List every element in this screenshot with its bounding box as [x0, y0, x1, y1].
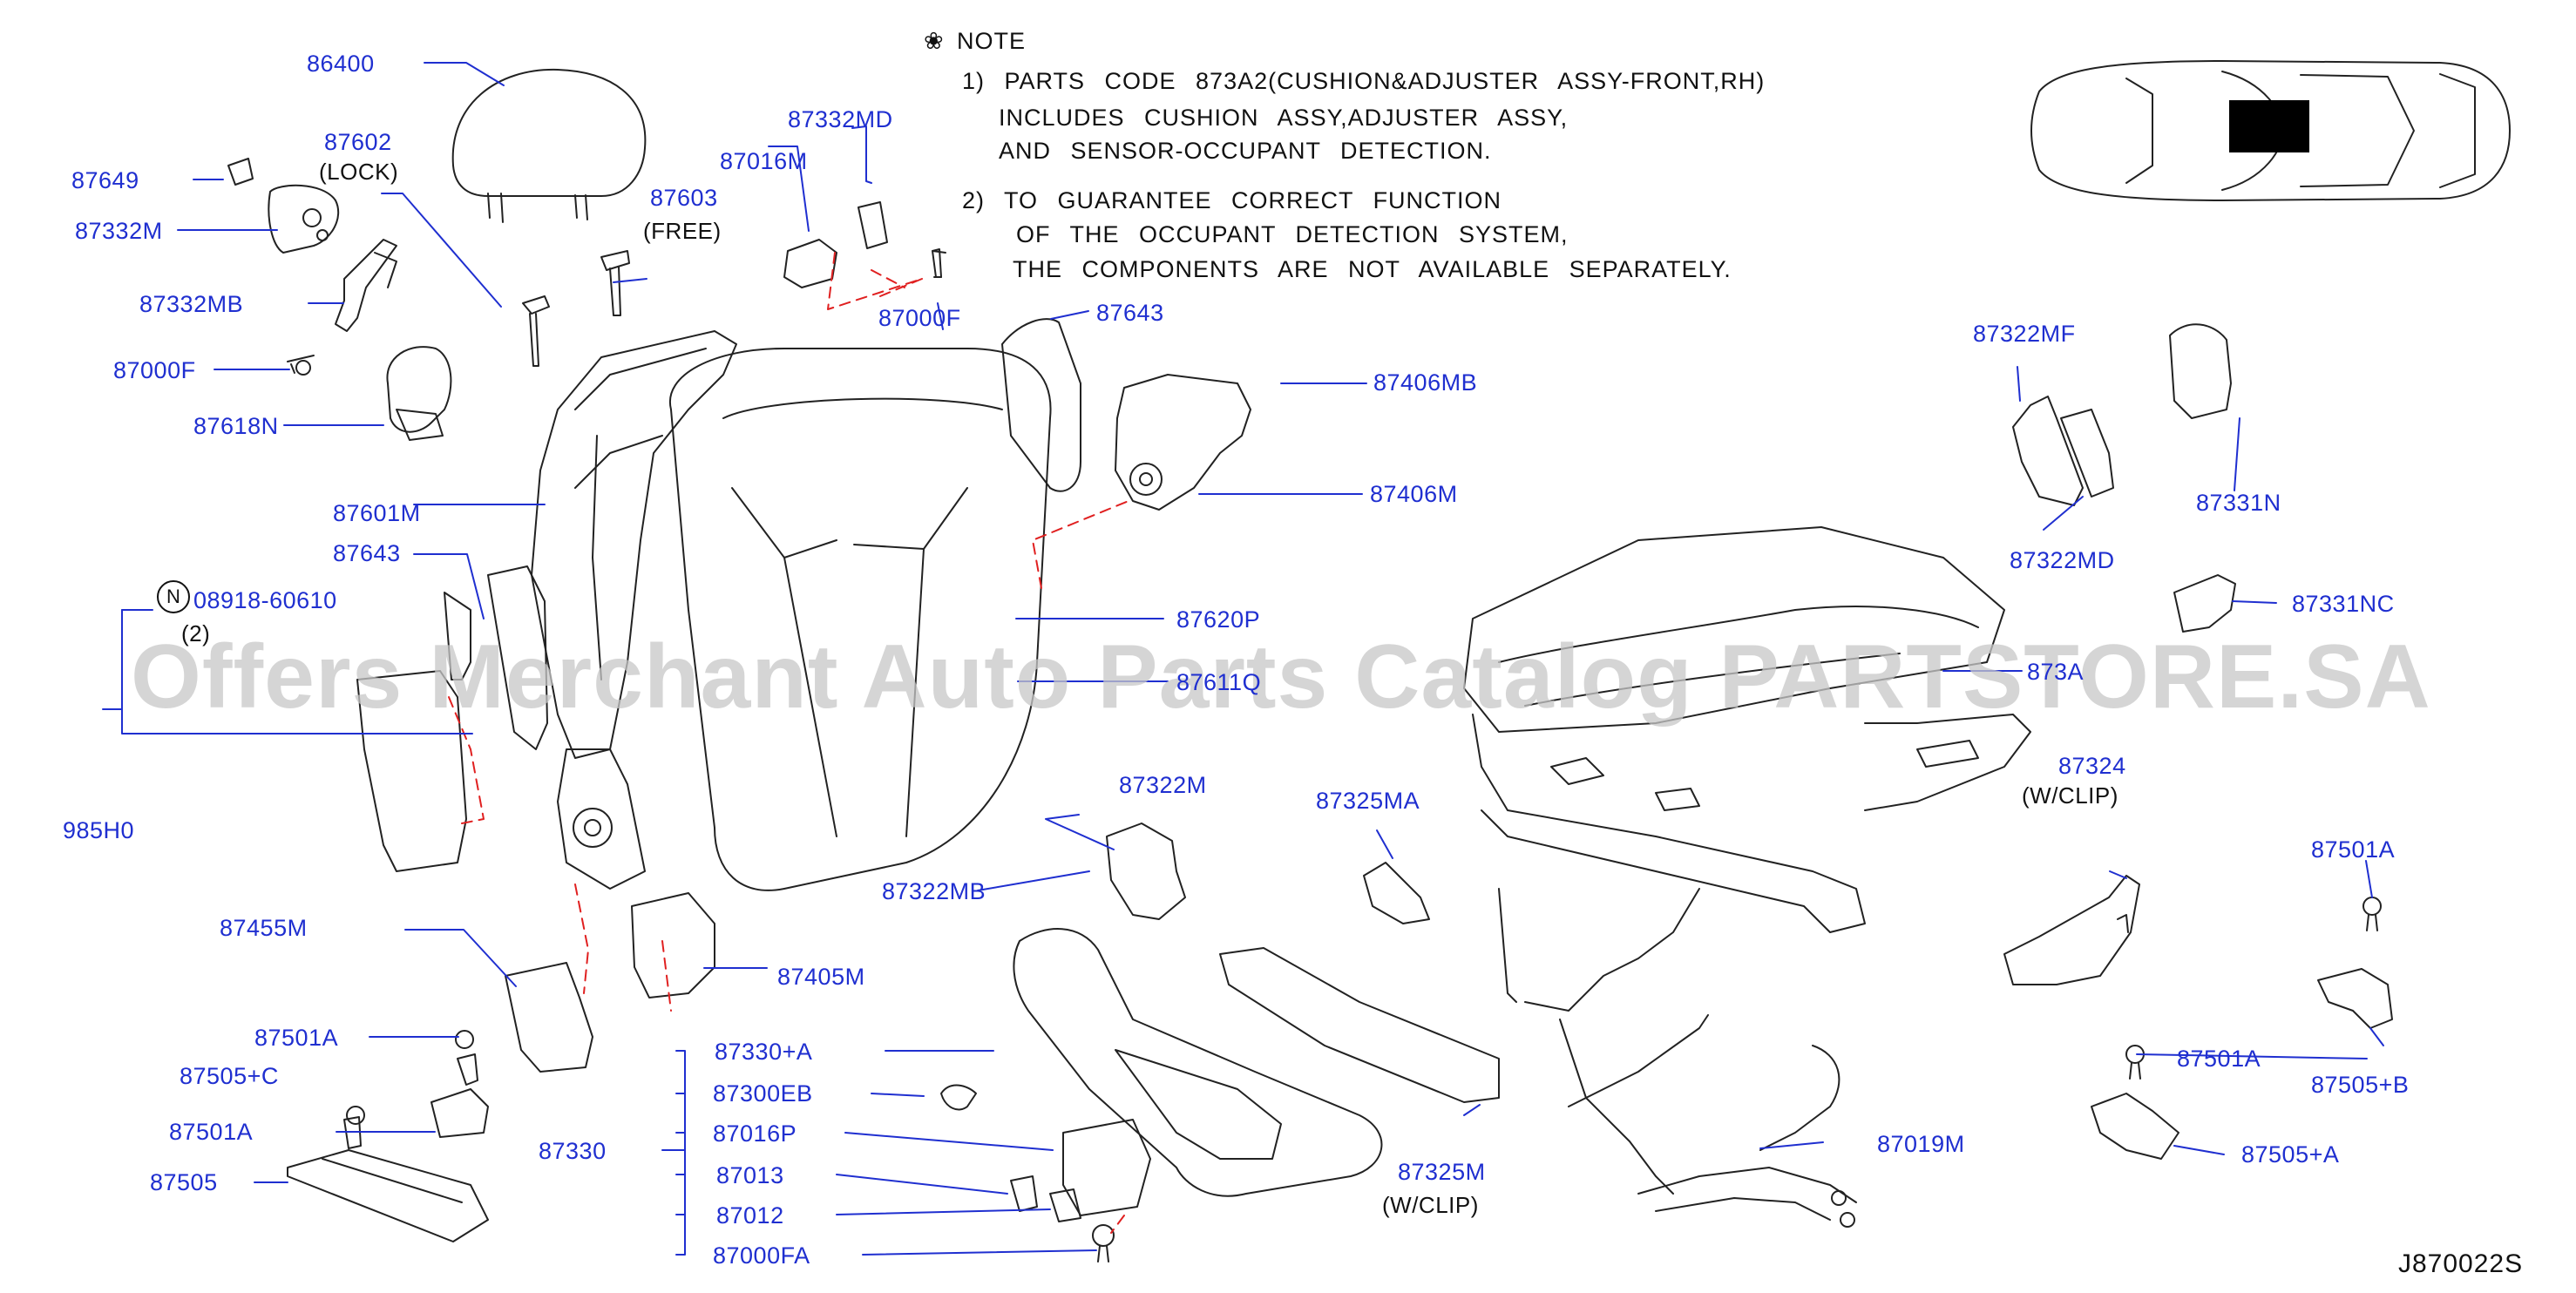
- small-parts-upper-left: [227, 158, 942, 441]
- label-87406MB[interactable]: 87406MB: [1373, 369, 1478, 396]
- label-87501A-4[interactable]: 87501A: [2177, 1046, 2261, 1072]
- diagram-code: J870022S: [2398, 1249, 2524, 1278]
- label-87019M[interactable]: 87019M: [1877, 1131, 1965, 1157]
- label-w-clip-2: (W/CLIP): [2022, 782, 2118, 809]
- label-87330-A[interactable]: 87330+A: [715, 1039, 813, 1065]
- note-symbol: ❀: [924, 28, 945, 54]
- label-87332M[interactable]: 87332M: [75, 218, 163, 244]
- label-87603[interactable]: 87603: [650, 185, 718, 211]
- label-87505[interactable]: 87505: [150, 1169, 218, 1195]
- label-qty-2: (2): [181, 620, 211, 646]
- label-87012[interactable]: 87012: [716, 1202, 784, 1229]
- lower-left-parts: [287, 892, 715, 1242]
- label-87325MA[interactable]: 87325MA: [1316, 788, 1420, 814]
- label-87501A-2[interactable]: 87501A: [169, 1119, 254, 1145]
- seat-cushion-assy: [1463, 526, 2031, 933]
- label-87332MB[interactable]: 87332MB: [139, 291, 244, 317]
- label-87013[interactable]: 87013: [716, 1162, 784, 1188]
- note-line-3: AND SENSOR-OCCUPANT DETECTION.: [999, 138, 1492, 164]
- label-873A[interactable]: 873A: [2027, 659, 2085, 685]
- label-free: (FREE): [643, 218, 722, 244]
- label-87649[interactable]: 87649: [71, 167, 139, 193]
- note-heading: NOTE: [957, 28, 1027, 54]
- label-87643-left[interactable]: 87643: [333, 540, 401, 566]
- label-87601M[interactable]: 87601M: [333, 500, 421, 526]
- label-87300EB[interactable]: 87300EB: [713, 1080, 813, 1107]
- label-87000F-mid[interactable]: 87000F: [878, 305, 961, 331]
- label-86400[interactable]: 86400: [307, 51, 375, 77]
- label-87405M[interactable]: 87405M: [777, 964, 865, 990]
- car-location-marker: [2229, 100, 2309, 152]
- label-87322MD[interactable]: 87322MD: [2010, 547, 2115, 573]
- seat-side-cover: [940, 928, 1383, 1222]
- label-w-clip-1: (W/CLIP): [1382, 1192, 1479, 1218]
- label-985H0[interactable]: 985H0: [63, 817, 135, 843]
- headrest-part: [451, 68, 647, 223]
- label-87330[interactable]: 87330: [539, 1138, 607, 1164]
- label-87620P[interactable]: 87620P: [1176, 606, 1261, 633]
- label-87016M[interactable]: 87016M: [720, 148, 808, 174]
- label-08918-60610[interactable]: 08918-60610: [193, 587, 337, 613]
- label-87322M[interactable]: 87322M: [1119, 772, 1207, 798]
- label-87322MF[interactable]: 87322MF: [1973, 321, 2076, 347]
- label-87000F-left[interactable]: 87000F: [113, 357, 196, 383]
- label-87455M[interactable]: 87455M: [220, 915, 308, 941]
- back-side-parts: [1001, 318, 1251, 511]
- label-87643-top[interactable]: 87643: [1096, 300, 1164, 326]
- right-side-parts: [2003, 323, 2393, 1160]
- seatback-cover: [668, 348, 1052, 891]
- label-87331N[interactable]: 87331N: [2196, 490, 2281, 516]
- wire-harness: [1498, 888, 1857, 1228]
- middle-trim-parts: [1106, 823, 1500, 1103]
- label-87602[interactable]: 87602: [324, 129, 392, 155]
- label-lock: (LOCK): [319, 159, 399, 185]
- label-87016P[interactable]: 87016P: [713, 1120, 797, 1147]
- leader-lines: [102, 62, 2384, 1256]
- note-line-5: OF THE OCCUPANT DETECTION SYSTEM,: [1016, 221, 1569, 247]
- seatback-frame: [531, 330, 737, 890]
- label-87000FA[interactable]: 87000FA: [713, 1242, 810, 1269]
- label-87331NC[interactable]: 87331NC: [2292, 591, 2395, 617]
- label-87322MB[interactable]: 87322MB: [882, 878, 986, 904]
- label-87324[interactable]: 87324: [2058, 753, 2126, 779]
- label-87611Q[interactable]: 87611Q: [1176, 669, 1262, 695]
- nut-symbol-badge: N: [157, 580, 190, 613]
- note-line-4: 2) TO GUARANTEE CORRECT FUNCTION: [962, 187, 1502, 213]
- label-87325M[interactable]: 87325M: [1398, 1159, 1486, 1185]
- watermark-text: Offers Merchant Auto Parts Catalog PARTS…: [131, 626, 2431, 728]
- label-87501A-1[interactable]: 87501A: [254, 1025, 339, 1051]
- label-87505-C[interactable]: 87505+C: [180, 1063, 279, 1089]
- label-87618N[interactable]: 87618N: [193, 413, 279, 439]
- fasteners: [295, 250, 2382, 1263]
- label-87332MD[interactable]: 87332MD: [788, 106, 893, 132]
- reference-dashes: [448, 252, 1129, 1234]
- label-87505-B[interactable]: 87505+B: [2311, 1072, 2410, 1098]
- label-87505-A[interactable]: 87505+A: [2241, 1141, 2340, 1168]
- label-87501A-3[interactable]: 87501A: [2311, 836, 2396, 863]
- note-line-1: 1) PARTS CODE 873A2(CUSHION&ADJUSTER ASS…: [962, 68, 1766, 94]
- side-airbag-part: [356, 565, 548, 872]
- note-line-6: THE COMPONENTS ARE NOT AVAILABLE SEPARAT…: [1013, 256, 1732, 282]
- note-line-2: INCLUDES CUSHION ASSY,ADJUSTER ASSY,: [999, 105, 1569, 131]
- label-87406M[interactable]: 87406M: [1370, 481, 1458, 507]
